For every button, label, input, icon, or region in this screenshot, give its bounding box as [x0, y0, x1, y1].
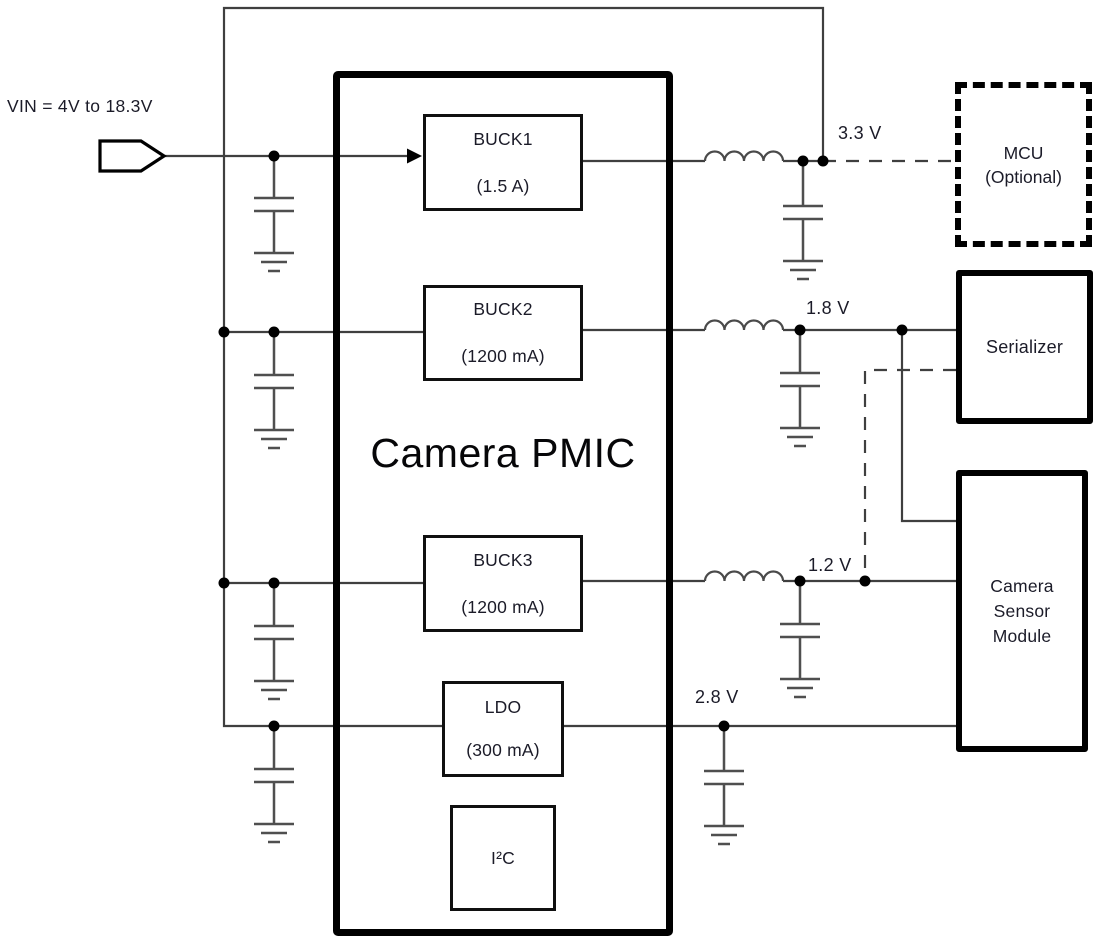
- inductor-buck1: [703, 150, 785, 162]
- mcu-label: MCU: [1003, 142, 1044, 163]
- buck2-block: BUCK2 (1200 mA): [423, 285, 583, 381]
- ldo-block: LDO (300 mA): [442, 681, 564, 777]
- arrowhead-buck1-input: [407, 148, 422, 164]
- wire-1v8-to-camera-branch: [900, 330, 957, 523]
- vin-port-symbol: [98, 139, 167, 173]
- junction-dots: [218, 150, 908, 732]
- capacitor-3v3: [783, 161, 823, 281]
- rail-3v3-label: 3.3 V: [838, 123, 882, 143]
- rail-1v8-label: 1.8 V: [806, 298, 850, 318]
- capacitor-buck2-input: [254, 332, 294, 450]
- capacitor-1v8: [780, 330, 820, 448]
- camera-line1: Camera: [990, 575, 1054, 596]
- rail-1v2-label: 1.2 V: [808, 555, 852, 575]
- buck1-block: BUCK1 (1.5 A): [423, 114, 583, 211]
- buck3-block: BUCK3 (1200 mA): [423, 535, 583, 632]
- wire-buck2-output-rail: [582, 328, 957, 523]
- camera-line2: Sensor: [993, 600, 1051, 621]
- capacitor-ldo-input: [254, 726, 294, 844]
- inductor-buck3: [703, 570, 785, 582]
- camera-sensor-module-block: Camera Sensor Module: [956, 470, 1088, 752]
- buck3-label: BUCK3: [473, 549, 533, 570]
- serializer-label: Serializer: [985, 336, 1064, 357]
- wire-3v3-feedback-bus: [222, 6, 825, 728]
- buck2-label: BUCK2: [473, 299, 533, 319]
- mcu-block: MCU (Optional): [955, 82, 1092, 247]
- camera-pmic-box: [333, 71, 673, 936]
- capacitor-buck3-input: [254, 583, 294, 701]
- capacitor-2v8: [704, 726, 744, 846]
- buck1-label: BUCK1: [473, 128, 533, 149]
- wire-1v2-to-serializer-dashed: [863, 368, 956, 581]
- ldo-rating: (300 mA): [466, 740, 540, 760]
- buck3-rating: (1200 mA): [461, 596, 545, 617]
- serializer-block: Serializer: [956, 270, 1093, 424]
- buck2-rating: (1200 mA): [461, 346, 545, 366]
- i2c-label: I²C: [491, 847, 515, 868]
- camera-pmic-title: Camera PMIC: [370, 430, 636, 476]
- buck1-rating: (1.5 A): [476, 175, 530, 196]
- rail-2v8-label: 2.8 V: [695, 687, 739, 707]
- camera-line3: Module: [992, 625, 1052, 646]
- capacitor-vin: [254, 156, 294, 273]
- capacitor-1v2: [780, 581, 820, 699]
- ldo-label: LDO: [484, 697, 522, 717]
- vin-label: VIN = 4V to 18.3V: [7, 96, 153, 116]
- inductor-buck2: [703, 319, 785, 331]
- mcu-optional-label: (Optional): [985, 166, 1062, 187]
- i2c-block: I²C: [450, 805, 556, 911]
